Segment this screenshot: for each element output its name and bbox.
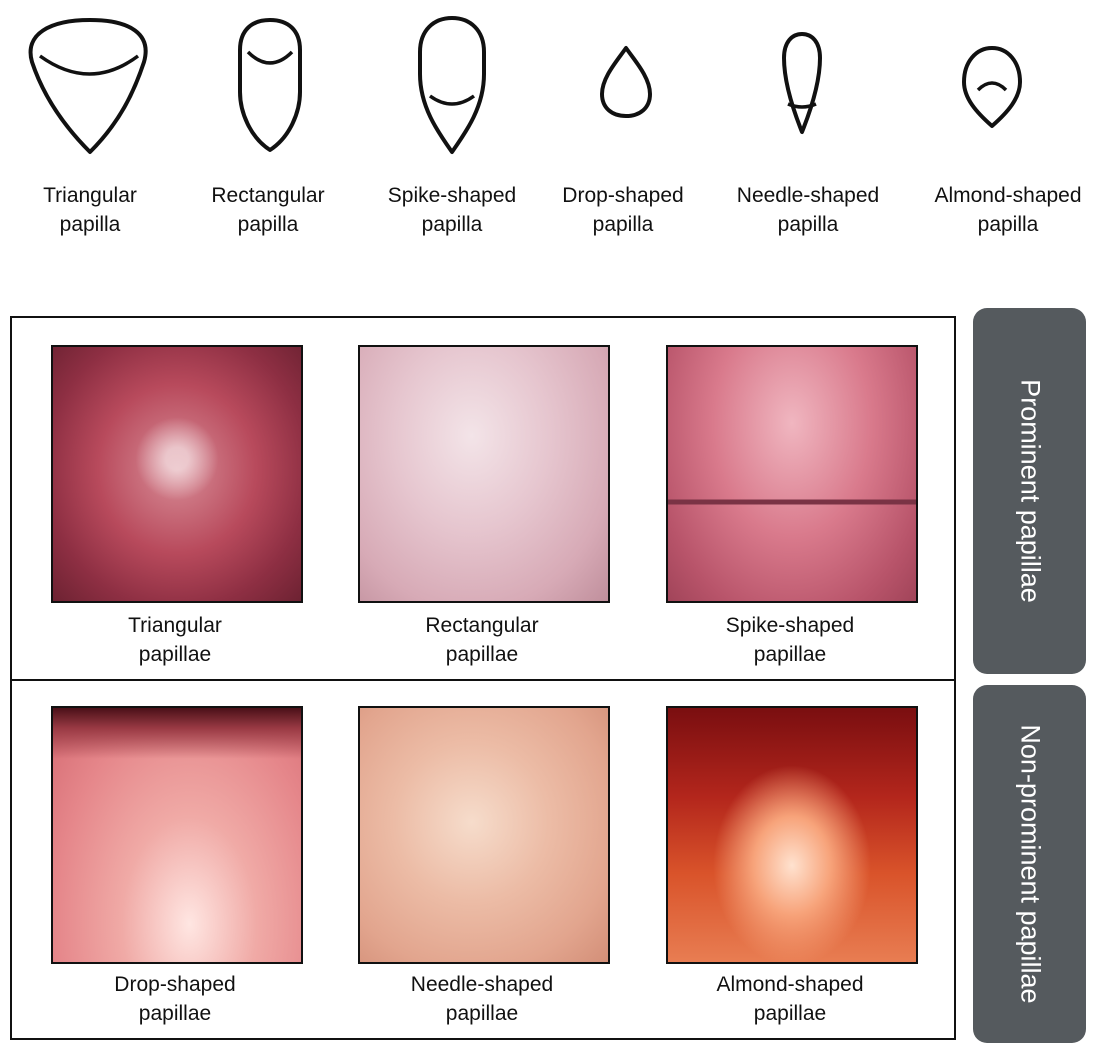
needle-shaped-papilla-icon xyxy=(736,12,876,162)
triangular-papillae-label: Triangularpapillae xyxy=(55,611,295,669)
rectangular-papilla-label: Rectangularpapilla xyxy=(178,181,358,239)
drop-shaped-papillae-label: Drop-shapedpapillae xyxy=(55,970,295,1028)
spike-shaped-papillae-photo xyxy=(666,345,918,603)
non-prominent-papillae-label: Non-prominent papillae xyxy=(1014,724,1045,1003)
prominent-papillae-label: Prominent papillae xyxy=(1014,379,1045,603)
rectangular-papilla-icon xyxy=(200,12,340,162)
almond-shaped-papillae-photo xyxy=(666,706,918,964)
spike-shaped-papilla-icon xyxy=(382,12,522,162)
almond-shaped-papilla-icon xyxy=(922,12,1062,162)
triangular-papilla-label: Triangularpapilla xyxy=(0,181,180,239)
drop-shaped-papilla-icon xyxy=(556,12,696,162)
triangular-papilla-icon xyxy=(10,12,150,162)
almond-shaped-papilla-label: Almond-shapedpapilla xyxy=(918,181,1098,239)
almond-shaped-papillae-label: Almond-shapedpapillae xyxy=(670,970,910,1028)
rectangular-papillae-label: Rectangularpapillae xyxy=(362,611,602,669)
triangular-papillae-photo xyxy=(51,345,303,603)
needle-shaped-papillae-label: Needle-shapedpapillae xyxy=(362,970,602,1028)
non-prominent-papillae-panel: Non-prominent papillae xyxy=(973,685,1086,1043)
drop-shaped-papilla-label: Drop-shapedpapilla xyxy=(533,181,713,239)
needle-shaped-papillae-photo xyxy=(358,706,610,964)
drop-shaped-papillae-photo xyxy=(51,706,303,964)
spike-shaped-papilla-label: Spike-shapedpapilla xyxy=(362,181,542,239)
needle-shaped-papilla-label: Needle-shapedpapilla xyxy=(718,181,898,239)
group-divider xyxy=(10,679,956,681)
prominent-papillae-panel: Prominent papillae xyxy=(973,308,1086,674)
rectangular-papillae-photo xyxy=(358,345,610,603)
spike-shaped-papillae-label: Spike-shapedpapillae xyxy=(670,611,910,669)
